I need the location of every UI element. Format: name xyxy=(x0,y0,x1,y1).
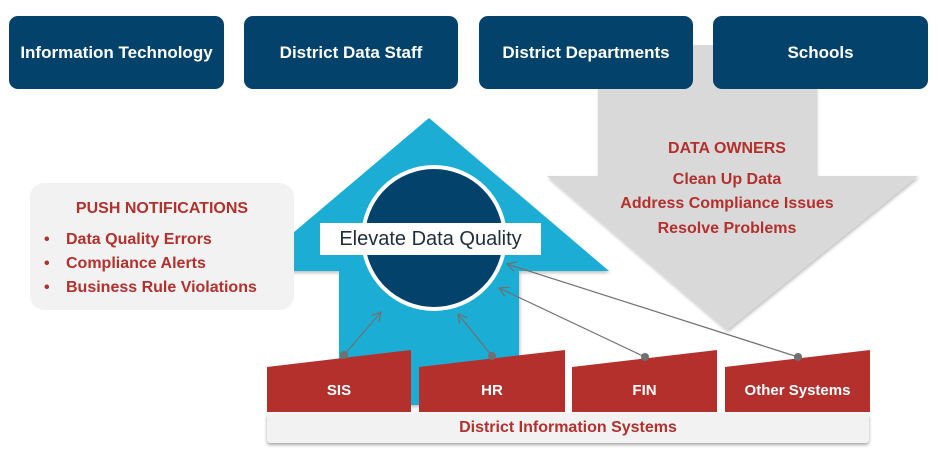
system-label-fin: FIN xyxy=(632,381,657,399)
box-district-departments: District Departments xyxy=(479,16,693,89)
connectors xyxy=(343,261,799,358)
system-block-fin xyxy=(572,350,717,412)
data-owners-title: DATA OWNERS xyxy=(668,140,786,157)
box-district-data-staff: District Data Staff xyxy=(244,16,458,89)
push-item: • Business Rule Violations xyxy=(44,276,257,300)
push-item: • Data Quality Errors xyxy=(44,228,257,252)
elevate-data-quality-label: Elevate Data Quality xyxy=(320,223,541,255)
system-label-hr: HR xyxy=(481,381,503,399)
push-item-label: Data Quality Errors xyxy=(66,231,212,248)
box-information-technology: Information Technology xyxy=(9,16,224,89)
push-notifications-panel: PUSH NOTIFICATIONS •Data Quality Errors … xyxy=(30,183,294,310)
data-owners-line: Resolve Problems xyxy=(657,220,797,237)
system-block-sis xyxy=(267,350,411,412)
push-notifications-list: •Data Quality Errors •Compliance Alerts … xyxy=(44,228,257,300)
district-information-systems-bar: District Information Systems xyxy=(267,413,869,443)
bullet-icon: • xyxy=(44,231,50,248)
data-owners-line: Clean Up Data xyxy=(672,171,782,188)
data-owners-line: Address Compliance Issues xyxy=(620,195,834,212)
connector-dots xyxy=(340,351,802,361)
push-item-label: Compliance Alerts xyxy=(66,255,206,272)
push-item-label: Business Rule Violations xyxy=(66,279,257,296)
system-label-sis: SIS xyxy=(326,381,352,399)
data-owners-down-arrow xyxy=(547,45,918,330)
system-block-other xyxy=(725,350,870,412)
box-schools: Schools xyxy=(713,16,928,89)
bullet-icon: • xyxy=(44,255,50,272)
bullet-icon: • xyxy=(44,279,50,296)
system-label-other: Other Systems xyxy=(744,381,851,399)
system-block-hr xyxy=(419,350,565,412)
push-notifications-title: PUSH NOTIFICATIONS xyxy=(75,200,249,217)
push-item: • Compliance Alerts xyxy=(44,252,257,276)
